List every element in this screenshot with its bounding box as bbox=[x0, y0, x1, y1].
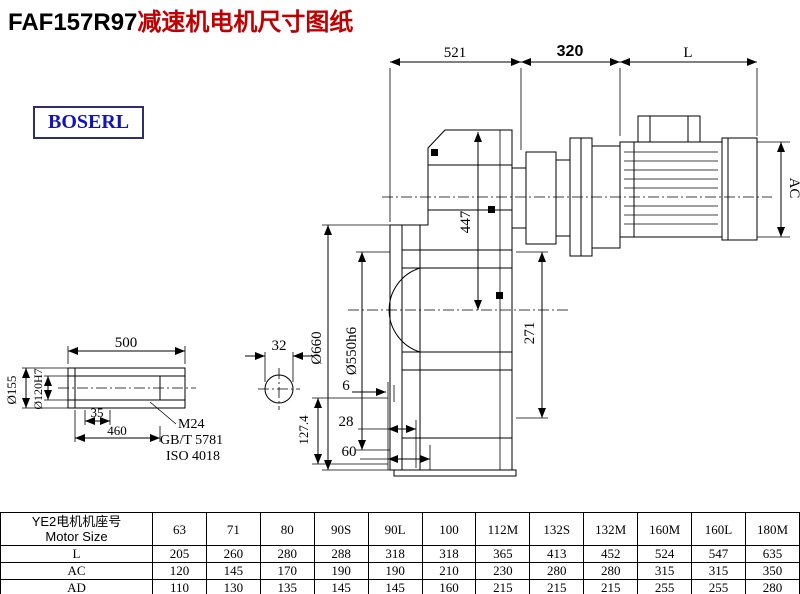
table-cell: 318 bbox=[421, 545, 477, 563]
gearbox-housing bbox=[388, 129, 517, 477]
table-cell: 160 bbox=[421, 579, 477, 594]
table-cell: 413 bbox=[529, 545, 585, 563]
logo-text: BOSERL bbox=[48, 111, 130, 133]
table-cell: 547 bbox=[691, 545, 746, 563]
table-cell: 280 bbox=[259, 545, 315, 563]
frame-size-header: 71 bbox=[205, 512, 261, 546]
table-cell: 315 bbox=[691, 562, 746, 580]
table-cell: 145 bbox=[205, 562, 261, 580]
table-cell: 365 bbox=[475, 545, 531, 563]
frame-size-header: 90L bbox=[367, 512, 423, 546]
table-cell: 215 bbox=[583, 579, 639, 594]
dim-35: 35 bbox=[91, 405, 104, 420]
table-cell: 288 bbox=[313, 545, 369, 563]
table-cell: 318 bbox=[367, 545, 423, 563]
dim-AC: AC bbox=[786, 178, 800, 199]
terminal-box bbox=[637, 115, 701, 143]
table-cell: 190 bbox=[367, 562, 423, 580]
table-cell: 255 bbox=[637, 579, 693, 594]
table-cell: 205 bbox=[152, 545, 207, 563]
dim-L: L bbox=[683, 45, 692, 61]
dim-127-4: 127.4 bbox=[296, 415, 311, 445]
frame-size-header: 112M bbox=[475, 512, 531, 546]
motor-size-header-cn: YE2电机机座号 bbox=[31, 514, 122, 529]
dim-550h6: Ø550h6 bbox=[344, 326, 360, 375]
table-cell: 635 bbox=[744, 545, 800, 563]
motor-assembly bbox=[511, 115, 758, 257]
table-cell: 230 bbox=[475, 562, 531, 580]
dim-155: Ø155 bbox=[4, 376, 19, 405]
frame-size-header: 160M bbox=[637, 512, 693, 546]
table-cell: 190 bbox=[313, 562, 369, 580]
frame-size-header: 160L bbox=[691, 512, 746, 546]
dim-460: 460 bbox=[107, 423, 127, 438]
table-cell: 210 bbox=[421, 562, 477, 580]
dimension-top: 521 320 L bbox=[389, 43, 758, 222]
title-model: FAF157R97 bbox=[8, 9, 138, 36]
frame-size-header: 63 bbox=[152, 512, 207, 546]
shaft-detail: 500 35 460 Ø155 Ø120H7 M24 GB/T 5781 ISO… bbox=[4, 335, 223, 464]
table-cell: 145 bbox=[367, 579, 423, 594]
dim-6: 6 bbox=[342, 378, 350, 394]
motor-size-header-en: Motor Size bbox=[45, 529, 108, 544]
dim-660: Ø660 bbox=[309, 331, 325, 364]
table-cell: 315 bbox=[637, 562, 693, 580]
frame-size-header: 100 bbox=[421, 512, 477, 546]
technical-drawing: 521 320 L AC Ø660 Ø550h6 447 271 bbox=[4, 43, 800, 477]
table-cell: 255 bbox=[691, 579, 746, 594]
dim-521: 521 bbox=[444, 45, 467, 61]
frame-size-header: 90S bbox=[313, 512, 369, 546]
table-cell: 215 bbox=[475, 579, 531, 594]
row-label: L bbox=[0, 545, 153, 563]
table-cell: 130 bbox=[205, 579, 261, 594]
centerlines bbox=[58, 196, 772, 389]
table-cell: 280 bbox=[529, 562, 585, 580]
fan-cover bbox=[721, 137, 758, 241]
motor-body bbox=[619, 141, 723, 238]
table-cell: 280 bbox=[583, 562, 639, 580]
table-cell: 110 bbox=[152, 579, 207, 594]
table-cell: 170 bbox=[259, 562, 315, 580]
row-label: AD bbox=[0, 579, 153, 594]
table-cell: 280 bbox=[744, 579, 800, 594]
table-cell: 524 bbox=[637, 545, 693, 563]
table-cell: 452 bbox=[583, 545, 639, 563]
label-m24: M24 bbox=[178, 417, 204, 432]
frame-size-header: 132M bbox=[583, 512, 639, 546]
table-cell: 215 bbox=[529, 579, 585, 594]
table-cell: 260 bbox=[205, 545, 261, 563]
dim-271: 271 bbox=[522, 322, 538, 345]
shaft-end-view: 32 bbox=[245, 338, 313, 410]
row-label: AC bbox=[0, 562, 153, 580]
dim-447: 447 bbox=[458, 210, 474, 233]
frame-size-header: 80 bbox=[259, 512, 315, 546]
dimension-bottom: 6 28 60 127.4 bbox=[296, 378, 431, 470]
title-suffix: 减速机电机尺寸图纸 bbox=[137, 9, 354, 36]
dim-120h7: Ø120H7 bbox=[31, 368, 45, 409]
dim-28: 28 bbox=[339, 414, 354, 430]
table-cell: 350 bbox=[744, 562, 800, 580]
dimension-ac: AC bbox=[757, 141, 800, 238]
page-title: FAF157R97减速机电机尺寸图纸 bbox=[8, 2, 353, 37]
table-cell: 145 bbox=[313, 579, 369, 594]
dim-32: 32 bbox=[272, 338, 287, 354]
label-gbt-5781: GB/T 5781 bbox=[160, 433, 223, 448]
dim-320: 320 bbox=[557, 43, 584, 60]
table-cell: 120 bbox=[152, 562, 207, 580]
dim-500: 500 bbox=[115, 335, 138, 351]
dimension-diameters: Ø660 Ø550h6 447 271 bbox=[309, 132, 548, 471]
logo-boserl: BOSERL bbox=[33, 106, 145, 139]
frame-size-header: 180M bbox=[744, 512, 800, 546]
label-iso-4018: ISO 4018 bbox=[166, 449, 220, 464]
frame-size-header: 132S bbox=[529, 512, 585, 546]
dim-60: 60 bbox=[342, 444, 357, 460]
table-cell: 135 bbox=[259, 579, 315, 594]
